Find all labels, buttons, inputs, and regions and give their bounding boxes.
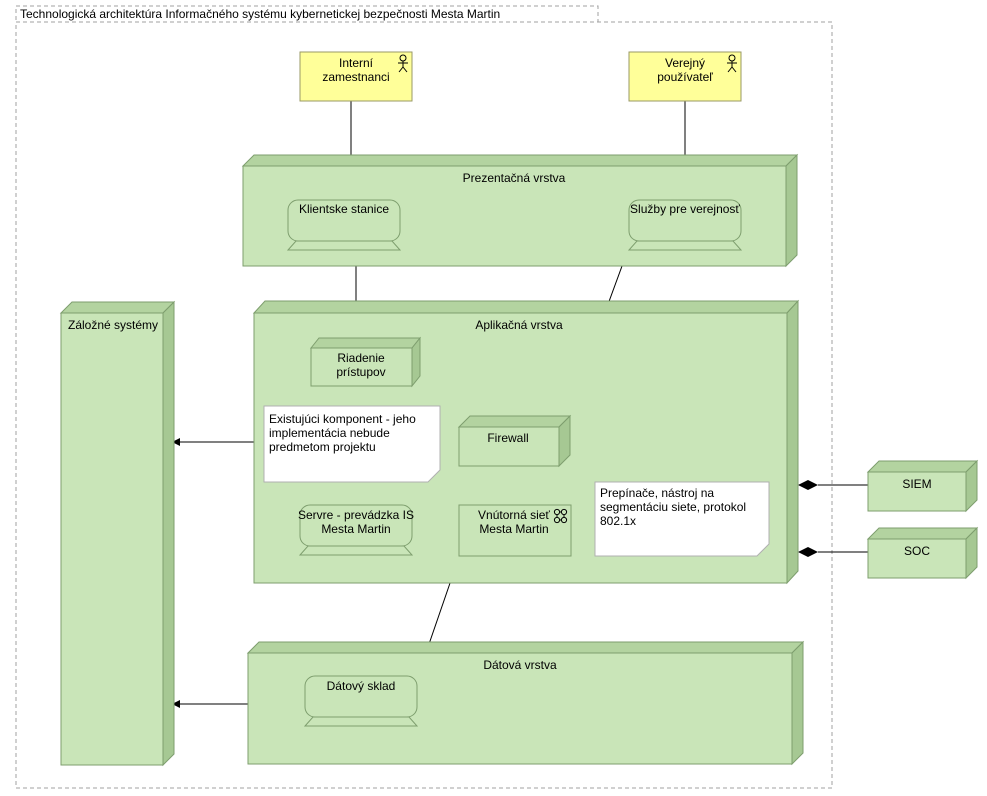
layer-title: Aplikačná vrstva <box>475 318 563 332</box>
note-line: Existujúci komponent - jeho <box>269 412 416 426</box>
actor-label-line2: zamestnanci <box>322 70 389 84</box>
aggregation-diamond-soc <box>798 547 818 557</box>
node-firewall[interactable]: Firewall <box>457 414 572 468</box>
device-client-stations[interactable]: Klientske stanice <box>286 199 402 251</box>
note-line: segmentáciu siete, protokol <box>600 500 746 514</box>
arrowhead-application-backup <box>172 438 180 446</box>
note-switches[interactable]: Prepínače, nástroj na segmentáciu siete,… <box>594 481 770 557</box>
node-label-line1: Vnútorná sieť <box>478 508 550 522</box>
node-access-management[interactable]: Riadenie prístupov <box>309 336 422 388</box>
layer-title: Dátová vrstva <box>483 658 557 672</box>
node-siem[interactable]: SIEM <box>866 459 979 513</box>
layer-title: Prezentačná vrstva <box>463 171 566 185</box>
node-label-line2: prístupov <box>336 365 385 379</box>
actor-icon <box>727 54 737 73</box>
device-label-line2: Mesta Martin <box>321 522 390 536</box>
node-label-line1: Riadenie <box>337 351 385 365</box>
actor-internal-employees[interactable]: Interní zamestnanci <box>299 51 413 102</box>
layer-title: Záložné systémy <box>68 318 158 332</box>
device-label: Služby pre verejnosť <box>630 202 740 216</box>
node-backup-systems[interactable]: Záložné systémy <box>59 300 176 767</box>
actor-label-line2: používateľ <box>657 70 713 84</box>
grouping-frame: Technologická architektúra Informačného … <box>15 5 833 789</box>
device-datastore[interactable]: Dátový sklad <box>303 675 419 727</box>
actor-label-line1: Interní <box>339 56 374 70</box>
device-servers[interactable]: Servre - prevádzka IS Mesta Martin <box>298 504 414 556</box>
device-public-services[interactable]: Služby pre verejnosť <box>627 199 743 251</box>
note-existing-component[interactable]: Existujúci komponent - jeho implementáci… <box>263 405 441 483</box>
device-label: Dátový sklad <box>327 679 396 693</box>
node-label-line2: Mesta Martin <box>479 522 548 536</box>
actor-label-line1: Verejný <box>665 56 705 70</box>
node-soc[interactable]: SOC <box>866 526 979 580</box>
note-line: Prepínače, nástroj na <box>600 486 714 500</box>
node-label: SOC <box>904 544 930 558</box>
aggregation-diamond-siem <box>798 480 818 490</box>
actor-icon <box>398 54 408 73</box>
node-internal-network[interactable]: Vnútorná sieť Mesta Martin <box>458 504 572 557</box>
node-data-layer[interactable]: Dátová vrstva <box>246 640 805 766</box>
network-icon <box>553 508 568 524</box>
device-label-line1: Servre - prevádzka IS <box>298 508 414 522</box>
node-label: Firewall <box>487 431 528 445</box>
note-line: 802.1x <box>600 514 636 528</box>
note-line: predmetom projektu <box>269 440 376 454</box>
arrowhead-data-backup <box>172 700 180 708</box>
actor-public-user[interactable]: Verejný používateľ <box>628 51 742 102</box>
device-label: Klientske stanice <box>299 202 389 216</box>
node-label: SIEM <box>902 477 931 491</box>
frame-title: Technologická architektúra Informačného … <box>20 7 500 21</box>
note-line: implementácia nebude <box>269 426 390 440</box>
